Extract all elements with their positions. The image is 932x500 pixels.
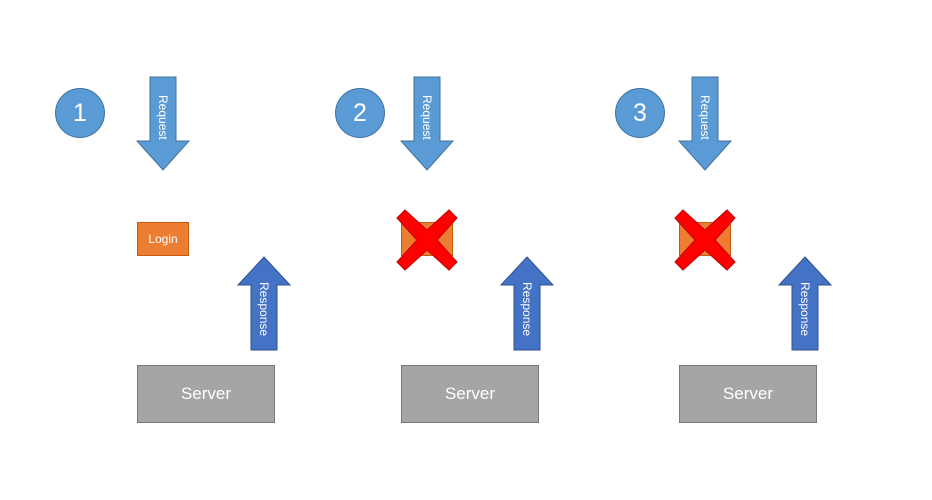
response-label-1: Response [257, 282, 271, 336]
request-label-3: Request [698, 95, 712, 140]
step-panel-1: 1 Request Login Response Server [0, 0, 300, 500]
response-label-2: Response [520, 282, 534, 336]
response-arrow-3: Response [777, 256, 833, 351]
request-label-1: Request [156, 95, 170, 140]
step-number-1: 1 [55, 88, 105, 138]
server-box-1: Server [137, 365, 275, 423]
request-arrow-1: Request [135, 76, 191, 171]
request-arrow-3: Request [677, 76, 733, 171]
server-box-2: Server [401, 365, 539, 423]
response-arrow-2: Response [499, 256, 555, 351]
response-arrow-1: Response [236, 256, 292, 351]
cross-icon [396, 209, 458, 271]
request-label-2: Request [420, 95, 434, 140]
response-label-3: Response [798, 282, 812, 336]
login-button: Login [137, 222, 189, 256]
cross-icon [674, 209, 736, 271]
request-arrow-2: Request [399, 76, 455, 171]
step-number-2: 2 [335, 88, 385, 138]
step-panel-2: 2 Request Response Server [0, 0, 555, 500]
server-box-3: Server [679, 365, 817, 423]
step-panel-3: 3 Request Response Server [0, 0, 833, 500]
step-number-3: 3 [615, 88, 665, 138]
